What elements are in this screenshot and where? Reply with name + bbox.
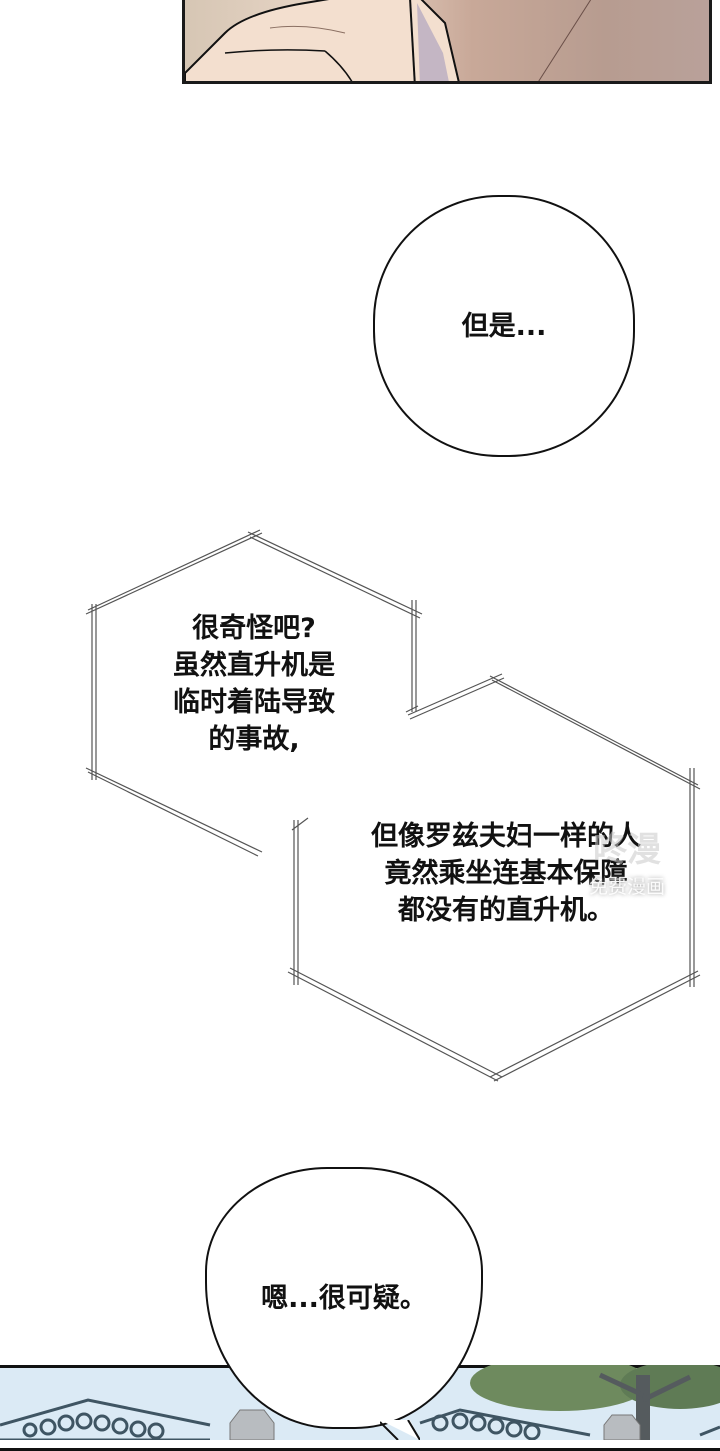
speech-bubble: 但是... <box>373 195 635 457</box>
narration-text: 很奇怪吧? 虽然直升机是 临时着陆导致 的事故, <box>173 613 335 755</box>
speech-text: 但是... <box>461 310 547 342</box>
stone-pillars <box>229 1409 641 1440</box>
narration-box: 很奇怪吧? 虽然直升机是 临时着陆导致 的事故, <box>96 610 412 758</box>
speech-bubble: 嗯...很可疑。 <box>205 1167 483 1429</box>
narration-text: 但像罗兹夫妇一样的人 竟然乘坐连基本保障 都没有的直升机。 <box>371 821 641 926</box>
hand-illustration <box>185 0 592 81</box>
top-comic-panel <box>182 0 712 84</box>
speech-text: 嗯...很可疑。 <box>261 1282 427 1314</box>
speech-bubble-tail <box>380 1420 420 1440</box>
tree-illustration <box>470 1365 720 1440</box>
iron-fence <box>0 1398 720 1440</box>
watermark-logo: 咚漫 <box>593 830 661 870</box>
watermark-caption: 免费漫画 <box>588 876 665 898</box>
narration-box-frames <box>85 529 701 1082</box>
watermark: 咚漫 免费漫画 <box>567 826 687 924</box>
narration-box: 但像罗兹夫妇一样的人 竟然乘坐连基本保障 都没有的直升机。 <box>300 818 712 929</box>
